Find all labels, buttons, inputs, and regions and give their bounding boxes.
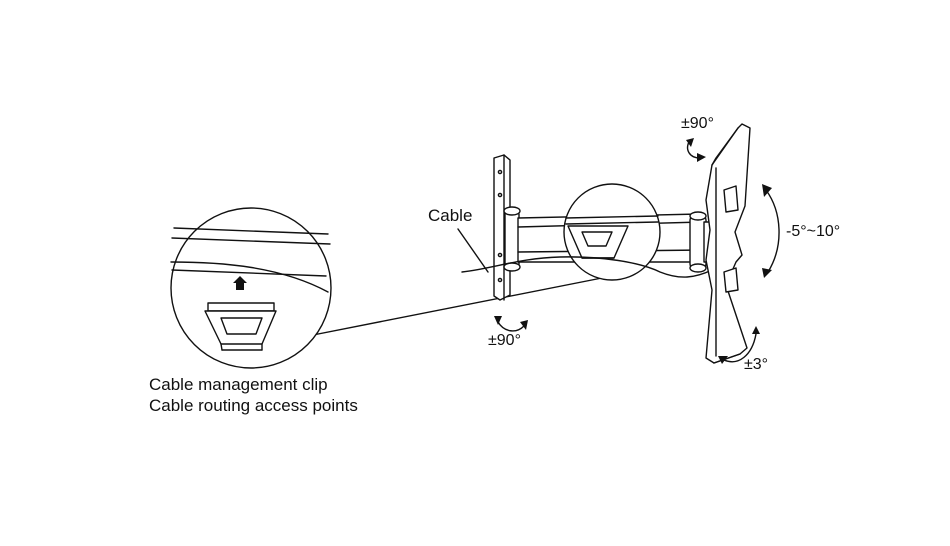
- swivel-plate-label: ±90°: [681, 116, 714, 132]
- zoom-leader-line: [308, 276, 612, 336]
- tilt-label: -5°~10°: [786, 224, 840, 240]
- tv-plate: [706, 124, 750, 363]
- caption-line-access: Cable routing access points: [149, 395, 358, 416]
- tilt-arrow: [766, 190, 779, 272]
- cable-label: Cable: [428, 207, 472, 224]
- diagram-caption: Cable management clip Cable routing acce…: [149, 374, 358, 416]
- rotation-label: ±3°: [744, 357, 768, 373]
- caption-line-clip: Cable management clip: [149, 374, 358, 395]
- arm-zoom-circle: [564, 184, 660, 280]
- swivel-arrow-wall: [498, 322, 524, 331]
- detail-zoom-circle: [171, 208, 331, 368]
- swivel-wall-label: ±90°: [488, 333, 521, 349]
- cable-leader: [458, 229, 488, 272]
